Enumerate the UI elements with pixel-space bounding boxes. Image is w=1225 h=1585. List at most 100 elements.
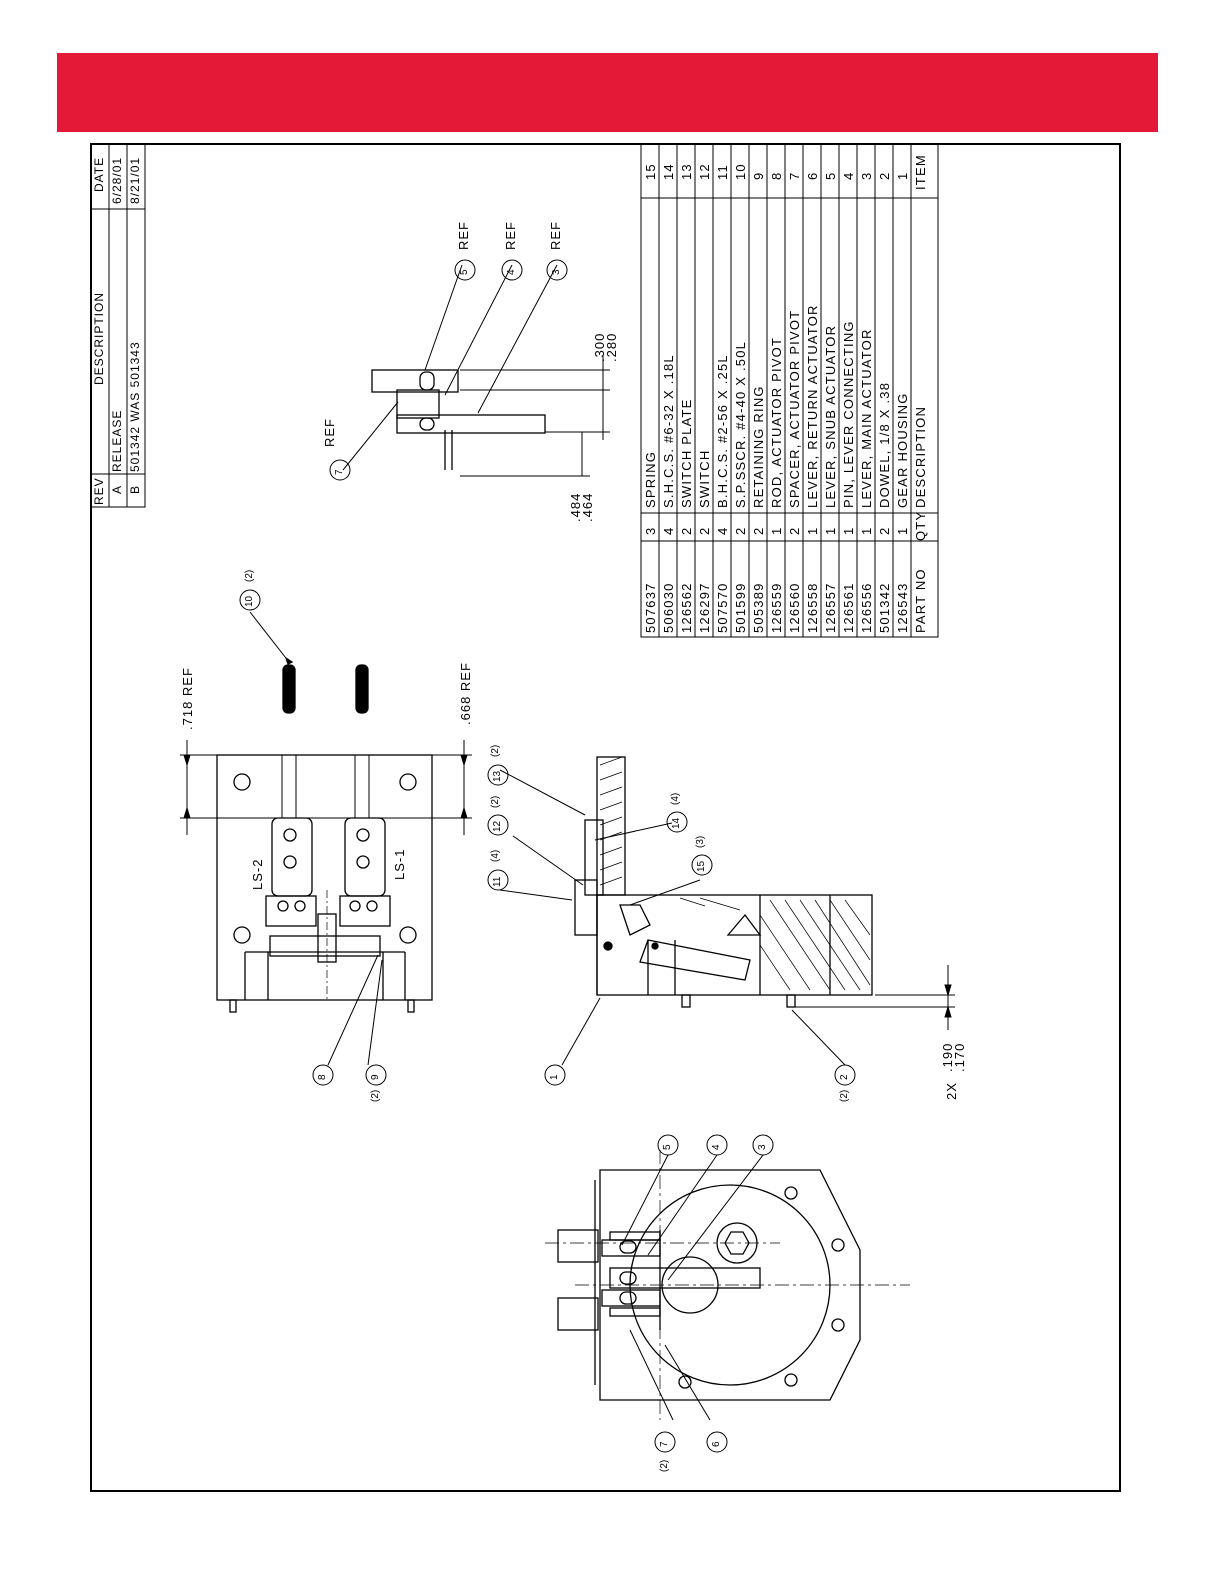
balloon-15: 15 [696, 860, 707, 872]
part-description: SWITCH PLATE [679, 398, 694, 508]
part-description: LEVER, MAIN ACTUATOR [859, 328, 874, 508]
part-description: SPRING [643, 450, 658, 508]
part-description: S.H.C.S. #6-32 X .18L [661, 354, 676, 508]
part-number: 126558 [805, 582, 820, 633]
part-item: 11 [715, 164, 730, 180]
dimension-718-668 [180, 740, 472, 835]
label-ls2: LS-2 [250, 858, 265, 890]
top-view-assembly [216, 754, 433, 1013]
part-item: 5 [823, 171, 838, 180]
part-item: 13 [679, 163, 694, 180]
qty-note-11: (4) [490, 849, 501, 862]
part-number: 126556 [859, 582, 874, 633]
part-qty: 3 [643, 526, 658, 535]
dim-718: .718 REF [180, 667, 195, 730]
balloon-14: 14 [671, 817, 682, 829]
qty-note-10: (2) [244, 569, 255, 582]
ref-label-4: REF [503, 221, 518, 250]
rev-date-header: DATE [92, 156, 106, 192]
parts-header-qty: QTY [913, 510, 928, 541]
part-item: 8 [769, 171, 784, 180]
qty-note-7: (2) [659, 1459, 670, 1472]
balloon-ref-3: 3 [551, 269, 562, 275]
part-number: 506030 [661, 582, 676, 633]
balloon-2: 2 [839, 1074, 850, 1080]
balloon-5: 5 [662, 1144, 673, 1150]
balloon-11: 11 [492, 876, 503, 887]
part-qty: 1 [805, 526, 820, 535]
part-qty: 2 [751, 526, 766, 535]
revision-table-grid [90, 143, 146, 508]
part-qty: 2 [697, 526, 712, 535]
balloon-7: 7 [659, 1441, 670, 1447]
part-item: 4 [841, 171, 856, 180]
balloon-4: 4 [711, 1144, 722, 1150]
part-qty: 1 [895, 526, 910, 535]
part-number: 501342 [877, 582, 892, 633]
parts-header-description: DESCRIPTION [913, 405, 928, 508]
front-view-housing [545, 1150, 910, 1420]
part-item: 7 [787, 171, 802, 180]
rev-row-description: RELEASE [110, 409, 124, 472]
part-description: RETAINING RING [751, 385, 766, 508]
part-number: 505389 [751, 582, 766, 633]
part-description: PIN, LEVER CONNECTING [841, 320, 856, 508]
part-description: SWITCH [697, 449, 712, 508]
part-qty: 2 [877, 526, 892, 535]
parts-header-part-no: PART NO [913, 568, 928, 633]
balloon-12: 12 [492, 820, 503, 832]
part-qty: 4 [661, 526, 676, 535]
ref-detail-view [342, 264, 610, 477]
label-ls1: LS-1 [392, 848, 407, 880]
part-number: 507570 [715, 582, 730, 633]
dim-2x: 2X [944, 1082, 959, 1100]
part-item: 9 [751, 171, 766, 180]
dim-170: .170 [952, 1042, 967, 1072]
balloon-8: 8 [317, 1074, 328, 1080]
balloon-ref-7: 7 [334, 469, 345, 475]
part-qty: 2 [733, 526, 748, 535]
part-description: LEVER, SNUB ACTUATOR [823, 324, 838, 508]
rev-description-header: DESCRIPTION [92, 291, 106, 385]
part-number: 507637 [643, 582, 658, 633]
rev-row-rev: B [128, 484, 142, 494]
parts-header-item: ITEM [913, 154, 928, 190]
part-description: LEVER, RETURN ACTUATOR [805, 304, 820, 508]
part-description: GEAR HOUSING [895, 392, 910, 508]
balloon-10: 10 [244, 595, 255, 607]
balloon-9: 9 [370, 1074, 381, 1080]
rev-row-date: 6/28/01 [110, 156, 124, 204]
balloon-1: 1 [549, 1074, 560, 1080]
ref-label-7: REF [322, 418, 337, 447]
front-view-leaders [621, 1154, 764, 1421]
section-view-assembly [574, 756, 873, 1008]
part-number: 126543 [895, 582, 910, 633]
dim-464: .464 [580, 492, 595, 522]
qty-note-13: (2) [490, 744, 501, 757]
rev-row-rev: A [110, 484, 124, 494]
dim-668: .668 REF [458, 662, 473, 725]
item-balloons [239, 259, 856, 1453]
part-qty: 1 [841, 526, 856, 535]
part-number: 126559 [769, 582, 784, 633]
balloon-3: 3 [757, 1144, 768, 1150]
rev-header: REV [92, 477, 106, 505]
part-item: 1 [895, 171, 910, 180]
drawing-frame [90, 143, 1121, 1492]
part-description: DOWEL, 1/8 X .38 [877, 381, 892, 508]
section-hatching [599, 756, 871, 991]
ref-label-3: REF [548, 221, 563, 250]
dim-280: .280 [604, 332, 619, 362]
part-number: 126297 [697, 582, 712, 633]
part-description: ROD, ACTUATOR PIVOT [769, 336, 784, 508]
balloon-ref-4: 4 [506, 269, 517, 275]
part-item: 12 [697, 163, 712, 180]
section-leaders [327, 769, 846, 1066]
rev-row-description: 501342 WAS 501343 [128, 341, 142, 472]
part-qty: 1 [859, 526, 874, 535]
part-qty: 4 [715, 526, 730, 535]
part-description: B.H.C.S. #2-56 X .25L [715, 354, 730, 508]
qty-note-14: (4) [670, 792, 681, 805]
part-item: 15 [643, 163, 658, 180]
